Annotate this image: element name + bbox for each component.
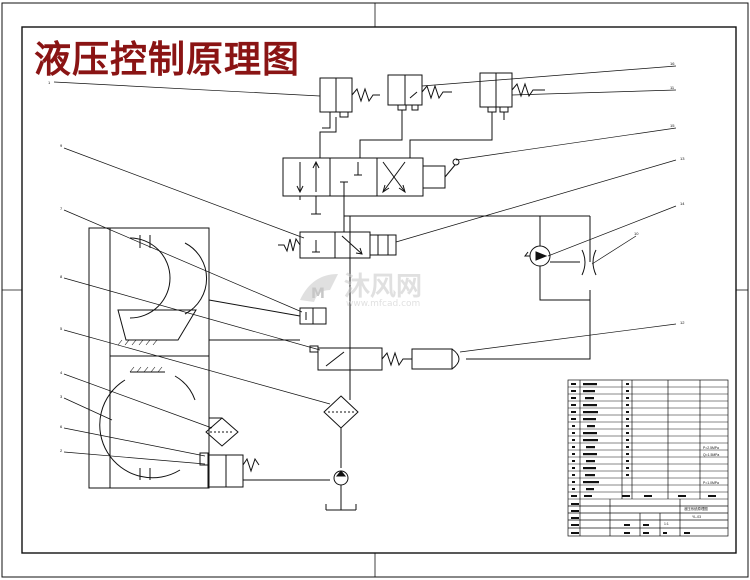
motor-icon [524,245,597,276]
tank-icon [325,504,357,511]
watermark-url: www.mfcad.com [346,299,420,309]
callout-label: 12 [680,320,685,325]
callout-label: 7 [60,206,63,211]
callout-label: 4 [60,370,63,375]
watermark-brand: 沐风网 [344,272,422,302]
title-block-text: P=2.5MPa Q=1.5MPa P=1.0MPa 液压系统原理图 YL-03… [571,383,719,534]
drawing-title: 液压控制原理图 [34,37,300,81]
callout-label: 3 [60,394,63,399]
sequence-valve [309,345,460,371]
drawing-code: YL-03 [692,515,701,519]
title-block [567,379,729,537]
two-position-valve [278,231,397,259]
spring-icon [351,87,380,103]
pilot-valve-3 [479,72,545,113]
spring-icon [242,457,260,473]
pressure-note-1: P=2.5MPa [703,446,719,450]
callout-label: 15 [670,123,675,128]
callout-label: 2 [60,448,63,453]
spring-icon [381,351,412,367]
solenoid-knob [452,158,460,166]
callout-label: 11 [670,85,675,90]
relief-valve [199,452,260,488]
pilot-valve-2 [387,74,452,111]
callout-label: 1 [48,80,51,85]
spring-icon [421,84,452,100]
callout-label: 8 [60,274,63,279]
callout-label: 16 [670,61,675,66]
callout-label: 14 [680,201,685,206]
callout-label: 5 [60,326,63,331]
cylinder-lower [99,339,196,480]
callout-label: 13 [680,156,685,161]
check-valve-7 [299,307,327,325]
drawing-name: 液压系统原理图 [684,506,708,511]
logo-icon [300,274,338,302]
leader-lines [53,65,677,465]
filter-icon [205,417,239,447]
callout-label: 10 [634,231,639,236]
callout-numbers: 1 16 11 15 9 13 14 10 7 8 12 5 4 3 6 2 [48,61,685,453]
callout-label: 9 [60,143,63,148]
pilot-valve-1 [319,77,380,118]
pump-icon [333,470,349,486]
callout-label: 6 [60,424,63,429]
frame-ticks [2,3,748,577]
watermark: M 沐风网 www.mfcad.com [300,272,422,309]
drawing-ratio: 1:1 [664,522,669,526]
spring-icon [278,237,301,253]
pressure-note-3: P=1.0MPa [703,481,719,485]
schematic [53,65,677,511]
main-directional-valve [282,157,460,215]
machine-body [88,227,210,489]
cylinder-upper [117,235,207,341]
watermark-letter: M [311,286,325,302]
filter-icon [323,395,359,429]
pressure-note-2: Q=1.5MPa [703,453,719,457]
spring-icon [511,82,545,98]
